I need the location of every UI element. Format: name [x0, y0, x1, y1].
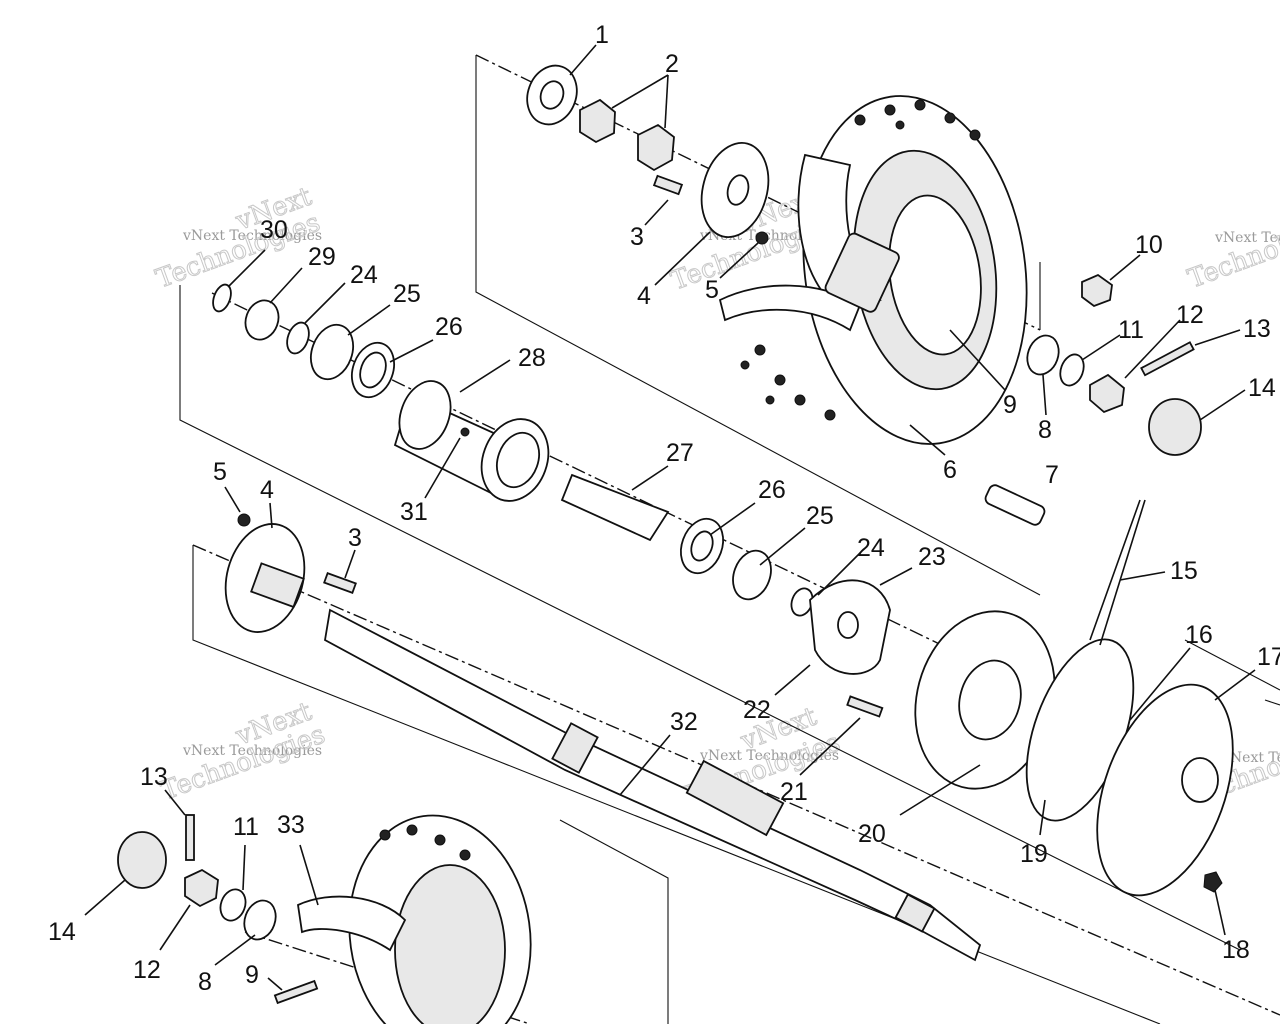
- boundary-lines: [179, 55, 1280, 1024]
- callout-21: 21: [780, 778, 808, 806]
- leader-lines: [84, 44, 1256, 991]
- callout-23: 23: [918, 543, 946, 571]
- tire-tread-dots: [740, 99, 981, 421]
- callout-20: 20: [858, 820, 886, 848]
- callout-13: 13: [1243, 315, 1271, 343]
- callout-16: 16: [1185, 621, 1213, 649]
- watermark-caption: vNext Technologies: [1214, 230, 1280, 246]
- callout-13-lower: 13: [140, 763, 168, 791]
- callout-4-lower: 4: [260, 476, 274, 504]
- callout-12-lower: 12: [133, 956, 161, 984]
- callout-9: 9: [1003, 391, 1017, 419]
- callout-11-lower: 11: [233, 813, 259, 841]
- callout-29: 29: [308, 243, 336, 271]
- callout-19: 19: [1020, 840, 1048, 868]
- callout-6: 6: [943, 456, 957, 484]
- callout-10: 10: [1135, 231, 1163, 259]
- callout-33: 33: [277, 811, 305, 839]
- callout-2: 2: [665, 50, 679, 78]
- callout-25: 25: [806, 502, 834, 530]
- callout-5: 5: [705, 276, 719, 304]
- callout-28: 28: [518, 344, 546, 372]
- callout-25-upper: 25: [393, 280, 421, 308]
- watermark-caption: vNext Technologies: [699, 748, 839, 764]
- callout-24: 24: [857, 534, 885, 562]
- callout-30: 30: [260, 216, 288, 244]
- sprocket-assembly: [809, 499, 1234, 897]
- callout-14-lower: 14: [48, 918, 76, 946]
- callout-24-upper: 24: [350, 261, 378, 289]
- callout-27: 27: [666, 439, 694, 467]
- left-hub: [224, 513, 357, 633]
- callout-numbers: 1 2 3 4 5 6 7 8 9 10 11 12 13 14 15 16 1…: [48, 21, 1280, 996]
- callout-18: 18: [1222, 936, 1250, 964]
- callout-8: 8: [1038, 416, 1052, 444]
- watermark-caption: vNext Technologies: [182, 228, 322, 244]
- clip-part-7: [984, 484, 1046, 526]
- callout-11: 11: [1118, 316, 1144, 344]
- callout-4: 4: [637, 282, 651, 310]
- upper-wheel-tire: [718, 95, 1028, 445]
- callout-26: 26: [758, 476, 786, 504]
- callout-12: 12: [1176, 301, 1204, 329]
- callout-31: 31: [400, 498, 428, 526]
- callout-1: 1: [595, 21, 609, 49]
- callout-3-lower: 3: [348, 524, 362, 552]
- watermark-caption: vNext Technologies: [182, 743, 322, 759]
- callout-22: 22: [743, 696, 771, 724]
- callout-14: 14: [1248, 374, 1276, 402]
- upper-hub-parts: [526, 64, 1202, 526]
- callout-5-lower: 5: [213, 458, 227, 486]
- watermark-brand-word: Technologies: [1184, 208, 1280, 295]
- lower-wheel: [117, 814, 532, 1024]
- callout-32: 32: [670, 708, 698, 736]
- callout-26-upper: 26: [435, 313, 463, 341]
- callout-17: 17: [1257, 643, 1280, 671]
- callout-7: 7: [1045, 461, 1059, 489]
- drive-shaft: [324, 608, 982, 962]
- callout-9-lower: 9: [245, 961, 259, 989]
- callout-3: 3: [630, 223, 644, 251]
- watermark-caption: vNext Technologies: [1221, 750, 1280, 766]
- callout-8-lower: 8: [198, 968, 212, 996]
- callout-15: 15: [1170, 557, 1198, 585]
